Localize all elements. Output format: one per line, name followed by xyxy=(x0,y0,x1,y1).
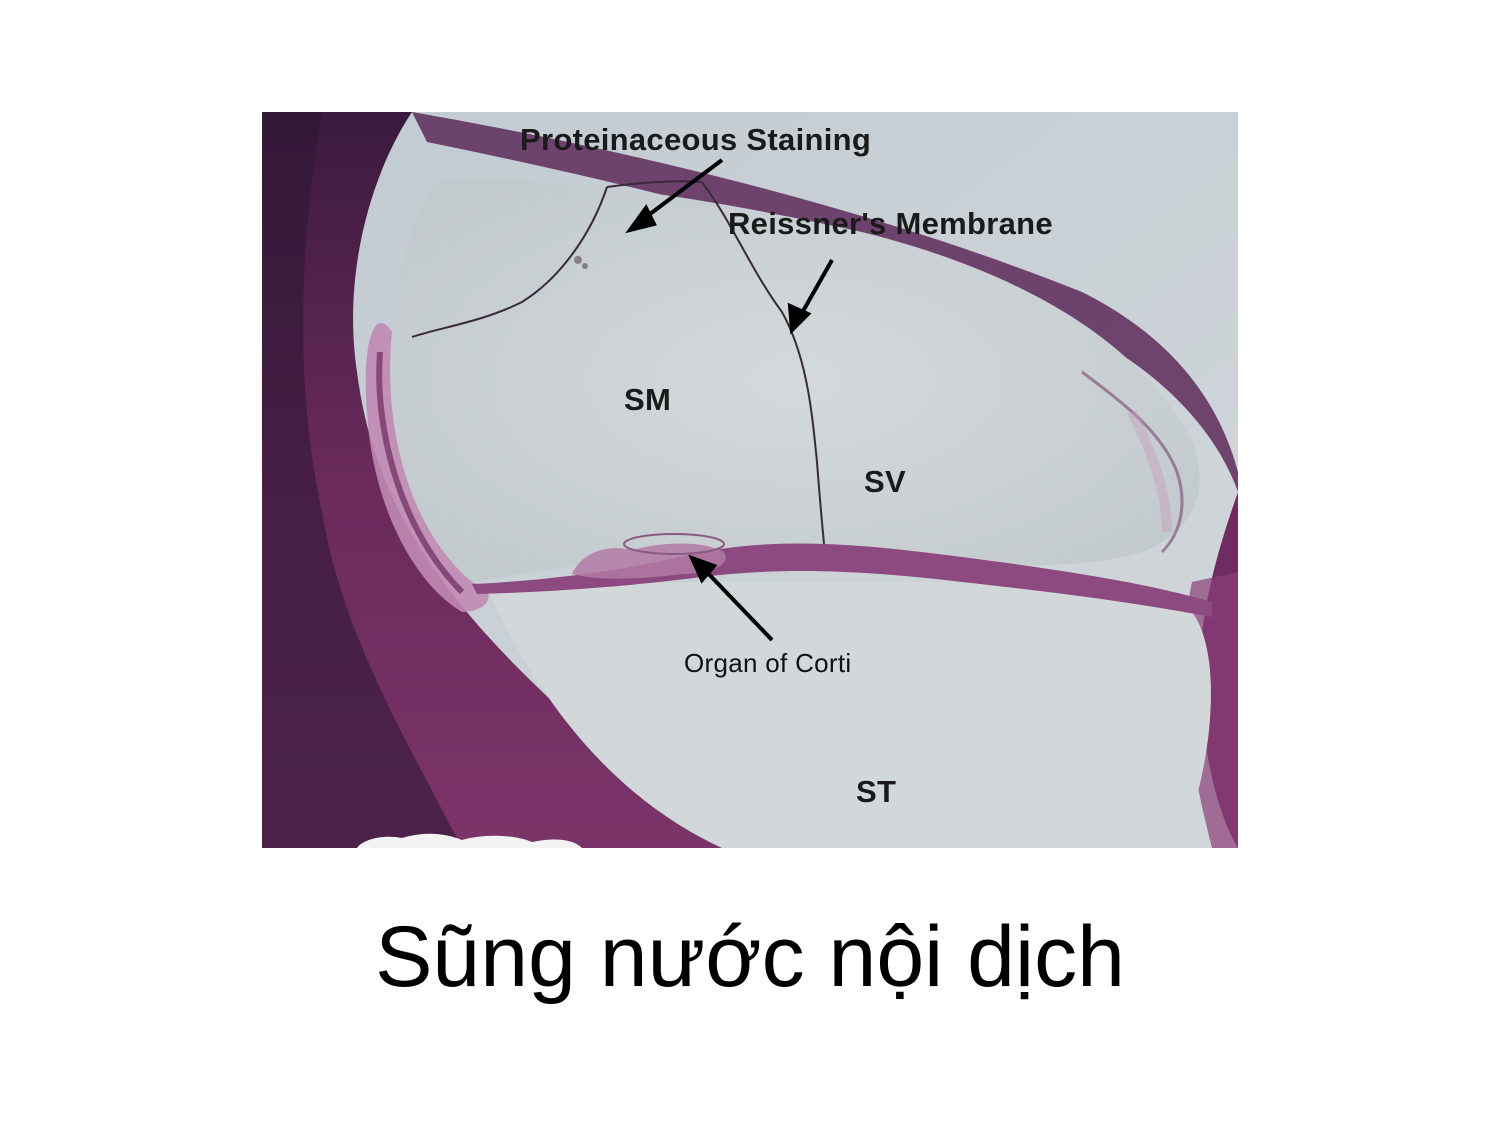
cochlea-histology-drawing xyxy=(262,112,1238,848)
label-reissners-membrane: Reissner's Membrane xyxy=(728,206,1053,241)
label-scala-tympani: ST xyxy=(856,774,897,809)
label-organ-of-corti: Organ of Corti xyxy=(684,648,852,678)
slide-caption: Sũng nước nội dịch xyxy=(375,909,1125,1005)
label-scala-media: SM xyxy=(624,382,672,417)
label-scala-vestibuli: SV xyxy=(864,464,906,499)
arrows xyxy=(625,158,834,642)
label-proteinaceous-staining: Proteinaceous Staining xyxy=(520,122,872,157)
cochlea-histology-image: Proteinaceous Staining Reissner's Membra… xyxy=(262,112,1238,848)
